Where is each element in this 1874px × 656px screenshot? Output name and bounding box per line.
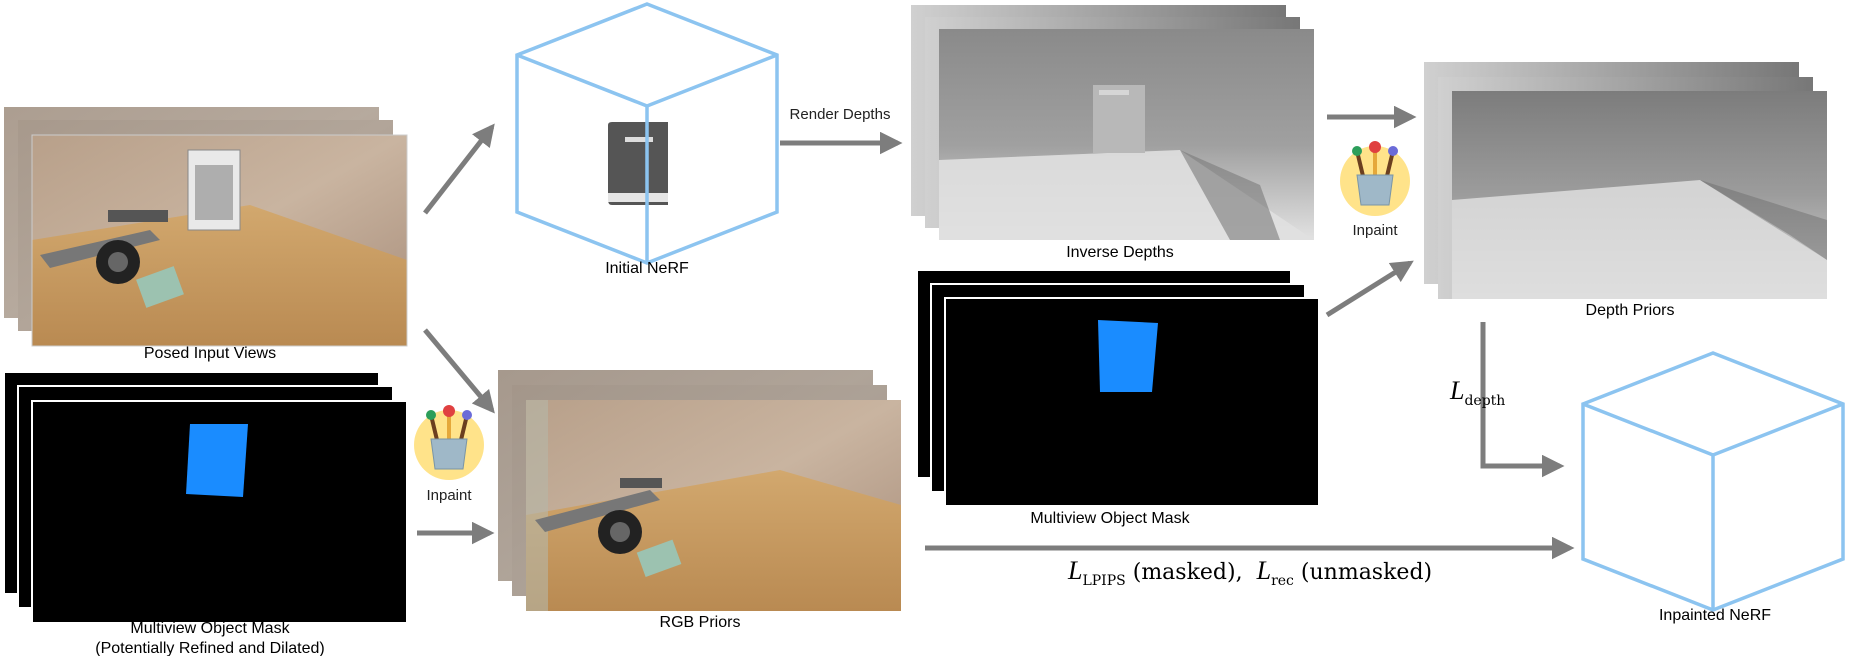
depth-loss-symbol: L	[1450, 376, 1465, 405]
label-inpaint-left: Inpaint	[426, 487, 472, 504]
inpainted-nerf-bricks	[1622, 383, 1783, 536]
label-inverse-depths: Inverse Depths	[1066, 244, 1174, 261]
posed-input-views-stack	[4, 107, 408, 347]
arrow-mask-to-priors	[1325, 260, 1414, 318]
depth-loss-formula: Ldepth	[1450, 376, 1505, 409]
arrow-to-rgb-priors	[423, 328, 495, 414]
lpips-loss-note: (masked),	[1132, 560, 1243, 585]
depth-loss-subscript: depth	[1464, 393, 1506, 409]
rgb-priors-stack	[498, 370, 901, 611]
rgb-loss-formula: LLPIPS (masked), Lrec (unmasked)	[1068, 556, 1432, 589]
label-posed-input-views: Posed Input Views	[143, 345, 277, 362]
rec-loss-note: (unmasked)	[1300, 560, 1433, 585]
multiview-mask-left-stack	[3, 371, 408, 624]
lpips-loss-symbol: L	[1068, 556, 1083, 585]
inpainted-nerf-cube	[1581, 351, 1845, 612]
lpips-loss-subscript: LPIPS	[1082, 573, 1126, 589]
label-render-depths: Render Depths	[789, 106, 891, 123]
paintbrush-jar-icon	[414, 405, 484, 480]
mask-object-mid	[1098, 320, 1158, 392]
label-mask-mid: Multiview Object Mask	[1030, 510, 1190, 527]
rec-loss-symbol: L	[1256, 556, 1272, 585]
label-mask-left-line2: (Potentially Refined and Dilated)	[95, 640, 325, 656]
inverse-depth-front-image	[939, 29, 1314, 240]
label-inpaint-right: Inpaint	[1352, 222, 1398, 239]
multiview-mask-mid-stack	[916, 269, 1320, 507]
label-rgb-priors: RGB Priors	[659, 614, 741, 631]
posed-input-front-photo	[31, 134, 408, 347]
depth-prior-front-image	[1452, 91, 1827, 299]
mask-object-left	[186, 424, 248, 497]
initial-nerf-bricks	[552, 37, 718, 178]
arrow-to-initial-nerf	[423, 123, 495, 215]
arrow-depth-loss	[1480, 322, 1565, 478]
paintbrush-jar-icon	[1340, 141, 1410, 216]
rgb-prior-front-photo	[526, 400, 901, 611]
label-depth-priors: Depth Priors	[1585, 302, 1675, 319]
label-mask-left-line1: Multiview Object Mask	[130, 620, 290, 637]
label-inpainted-nerf: Inpainted NeRF	[1658, 607, 1772, 624]
label-initial-nerf: Initial NeRF	[605, 260, 689, 277]
rec-loss-subscript: rec	[1271, 573, 1294, 589]
initial-nerf-cube	[515, 2, 779, 265]
book-icon	[608, 122, 668, 205]
inverse-depths-stack	[911, 5, 1314, 240]
depth-priors-stack	[1424, 62, 1827, 299]
